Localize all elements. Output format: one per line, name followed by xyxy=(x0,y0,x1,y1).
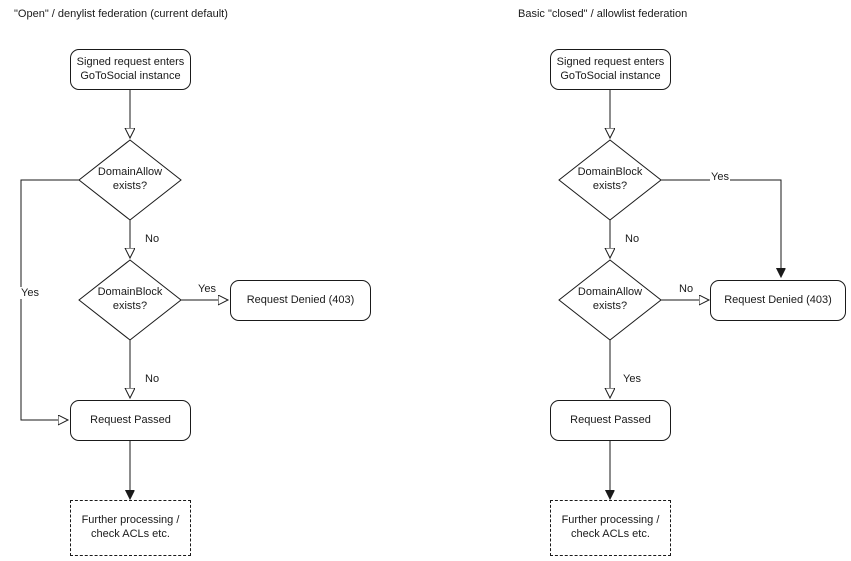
diagram-open-denylist xyxy=(20,90,228,499)
edge-label-domainallow-yes-left: Yes xyxy=(20,287,40,299)
edge-label-domainblock-yes-left: Yes xyxy=(197,283,217,295)
node-signed-request-enters-left: Signed request enters GoToSocial instanc… xyxy=(70,49,191,90)
node-label: Further processing / check ACLs etc. xyxy=(561,514,660,540)
edge-label-domainblock-no-left: No xyxy=(144,373,161,385)
decision-domainblock-shape-right xyxy=(558,139,662,221)
diagram-closed-allowlist xyxy=(558,90,781,499)
node-label: Request Passed xyxy=(570,413,651,426)
diagram-title-closed-allowlist: Basic "closed" / allowlist federation xyxy=(518,8,688,20)
edge-domainblock-yes-to-denied-right xyxy=(661,179,781,277)
node-further-processing-left: Further processing / check ACLs etc. xyxy=(70,500,191,556)
edge-label-domainallow-no-right: No xyxy=(678,283,695,295)
decision-domainblock-shape xyxy=(78,259,182,341)
node-further-processing-right: Further processing / check ACLs etc. xyxy=(550,500,671,556)
edge-label-domainblock-yes-right: Yes xyxy=(710,171,730,183)
node-label: Signed request enters GoToSocial instanc… xyxy=(556,55,665,82)
decision-domainallow-shape xyxy=(78,139,182,221)
node-label: Further processing / check ACLs etc. xyxy=(81,514,180,540)
diagram-title-open-denylist: "Open" / denylist federation (current de… xyxy=(14,8,228,20)
node-signed-request-enters-right: Signed request enters GoToSocial instanc… xyxy=(550,49,671,90)
node-request-passed-right: Request Passed xyxy=(550,400,671,441)
edge-label-domainblock-no-right: No xyxy=(624,233,641,245)
node-label: Request Passed xyxy=(90,413,171,426)
decision-domainallow-shape-right xyxy=(558,259,662,341)
node-label: Signed request enters GoToSocial instanc… xyxy=(76,55,185,82)
edge-label-domainallow-yes-right: Yes xyxy=(622,373,642,385)
edge-domainallow-yes-to-passed xyxy=(20,179,79,420)
node-request-denied-left: Request Denied (403) xyxy=(230,280,371,321)
node-label: Request Denied (403) xyxy=(246,293,355,306)
node-request-denied-right: Request Denied (403) xyxy=(710,280,846,321)
edge-label-domainallow-no-left: No xyxy=(144,233,161,245)
node-request-passed-left: Request Passed xyxy=(70,400,191,441)
node-label: Request Denied (403) xyxy=(724,293,832,306)
